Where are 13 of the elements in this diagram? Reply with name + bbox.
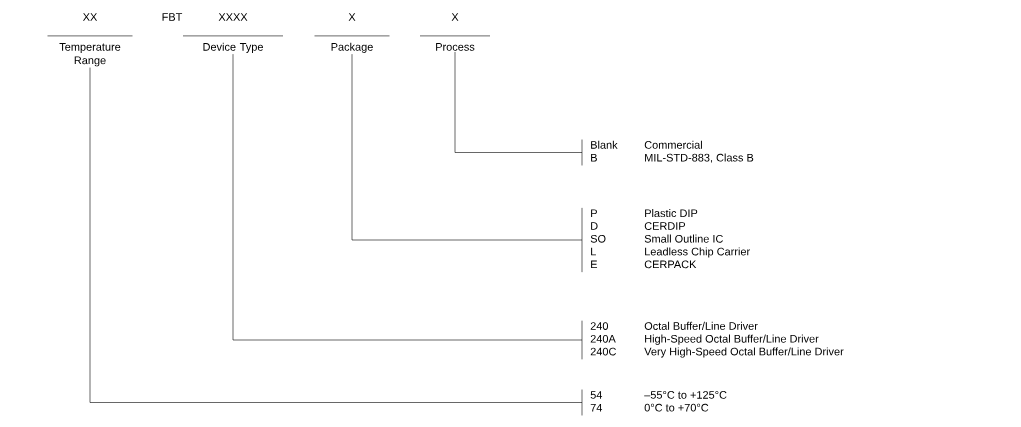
code-field: X Process [419,13,491,51]
connector-line [351,53,583,241]
code-field: XXXX Device Type [182,13,284,53]
code-field: XX Temperature Range [47,13,133,67]
connector-line [454,51,583,153]
option-list: P Plastic DIP D CERDIP SO Small Outline IC L Leadless Chip Carrier E CERPACK [590,209,750,269]
option-list: 54 –55°C to +125°C 74 0°C to +70°C [590,391,727,412]
connector-line [89,67,583,403]
connector-line [232,53,583,341]
option-list: 240 Octal Buffer/Line Driver 240A High-Speed Octal Buffer/Line Driver 240C Very High-Speed Octal Buffer/Line Driver [590,321,844,358]
option-list: Blank Commercial B MIL-STD-883, Class B [591,140,754,163]
code-field: X Package [314,13,390,53]
prefix-label: FBT [162,13,183,21]
